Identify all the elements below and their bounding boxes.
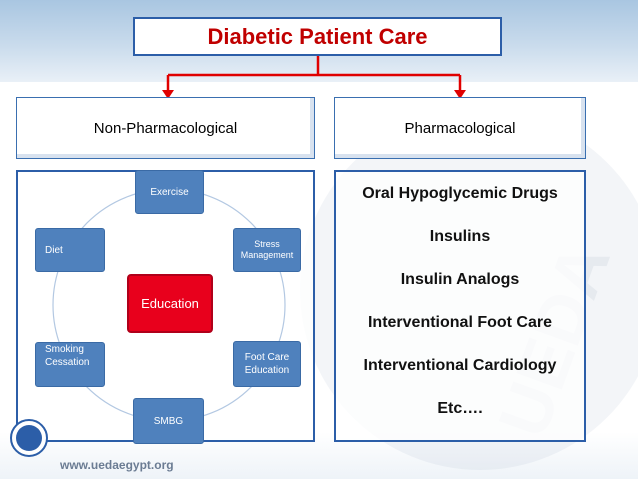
node-stress-management: Stress Management bbox=[233, 228, 301, 272]
node-foot-label-2: Education bbox=[244, 365, 290, 376]
title-connectors bbox=[162, 56, 466, 99]
node-diet-label: Diet bbox=[45, 244, 63, 256]
node-smoking-label-1: Smoking bbox=[45, 344, 84, 355]
node-smoking-label-2: Cessation bbox=[45, 357, 90, 368]
node-education-center: Education bbox=[127, 274, 213, 333]
arrow-left bbox=[162, 90, 174, 99]
pharma-item-cardiology: Interventional Cardiology bbox=[363, 356, 557, 374]
node-smbg-label: SMBG bbox=[153, 415, 184, 427]
node-smbg: SMBG bbox=[133, 398, 204, 444]
node-stress-label-2: Management bbox=[240, 250, 294, 260]
node-education-label: Education bbox=[141, 296, 199, 311]
header-non-pharmacological: Non-Pharmacological bbox=[16, 97, 315, 159]
pharma-item-insulins: Insulins bbox=[429, 227, 491, 245]
ueda-logo bbox=[10, 419, 48, 457]
pharmacological-panel bbox=[334, 170, 586, 442]
node-stress-label-1: Stress bbox=[254, 239, 280, 249]
header-non-pharmacological-label: Non-Pharmacological bbox=[93, 119, 238, 137]
diagram-title: Diabetic Patient Care bbox=[133, 17, 502, 56]
footer-url[interactable]: www.uedaegypt.org bbox=[60, 458, 174, 472]
node-exercise-label: Exercise bbox=[150, 186, 189, 198]
pharma-item-oral-hypoglycemic: Oral Hypoglycemic Drugs bbox=[362, 184, 558, 202]
pharmacological-list: Oral Hypoglycemic Drugs Insulins Insulin… bbox=[334, 172, 586, 430]
header-pharmacological-label: Pharmacological bbox=[404, 119, 516, 137]
ueda-logo-inner bbox=[16, 425, 42, 451]
arrow-right bbox=[454, 90, 466, 99]
pharma-item-foot-care: Interventional Foot Care bbox=[367, 313, 553, 331]
pharma-item-insulin-analogs: Insulin Analogs bbox=[400, 270, 520, 288]
node-diet: Diet bbox=[35, 228, 105, 272]
node-foot-care-education: Foot Care Education bbox=[233, 341, 301, 387]
node-exercise: Exercise bbox=[135, 170, 204, 214]
node-smoking-cessation: Smoking Cessation bbox=[35, 342, 105, 387]
node-foot-label-1: Foot Care bbox=[244, 352, 290, 363]
header-pharmacological: Pharmacological bbox=[334, 97, 586, 159]
pharma-item-etc: Etc…. bbox=[437, 399, 483, 417]
